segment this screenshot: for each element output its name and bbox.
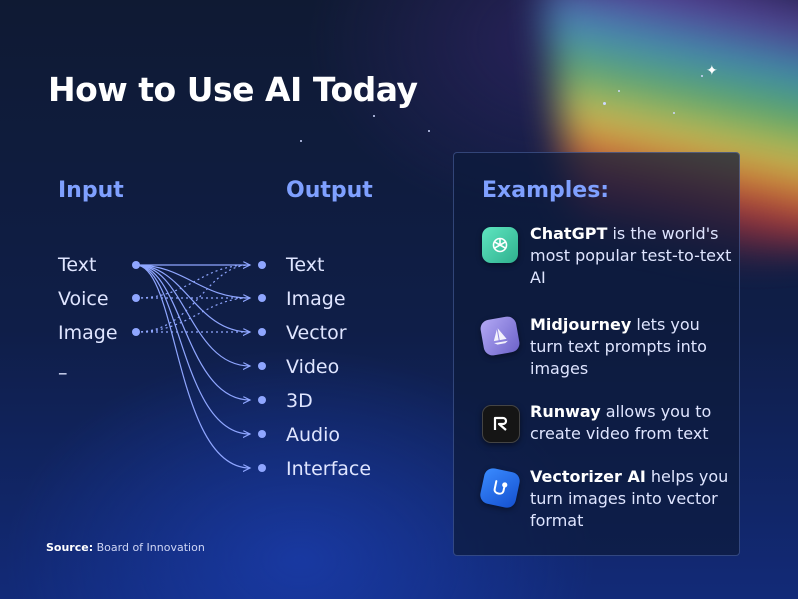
examples-heading: Examples: [482, 178, 610, 203]
source-value: Board of Innovation [93, 541, 205, 554]
output-dot [258, 362, 266, 370]
runway-icon [482, 405, 520, 443]
sparkle-icon: ✦ [706, 63, 718, 79]
connector-text-image [135, 264, 250, 298]
connector-text-3d [135, 264, 250, 400]
input-item-image: Image [58, 322, 118, 344]
example-desc: lets you turn text prompts into images [530, 315, 707, 378]
connector-voice-text [135, 264, 251, 299]
input-dot [132, 328, 140, 336]
input-item-more: – [58, 362, 68, 384]
output-item-video: Video [286, 356, 340, 378]
page-title: How to Use AI Today [48, 70, 418, 109]
output-dot [258, 294, 266, 302]
input-dot [132, 261, 140, 269]
star-decoration [618, 90, 620, 92]
output-item-3d: 3D [286, 390, 313, 412]
example-midjourney: Midjourney lets you turn text prompts in… [479, 315, 732, 384]
output-dot [258, 396, 266, 404]
input-dot [132, 294, 140, 302]
input-item-voice: Voice [58, 288, 109, 310]
output-heading: Output [286, 178, 373, 203]
example-chatgpt: ChatGPT is the world's most popular test… [482, 224, 732, 293]
output-item-text: Text [286, 254, 325, 276]
connector-text-interface [135, 264, 250, 468]
text-connectors [135, 264, 250, 468]
output-dot [258, 261, 266, 269]
output-item-image: Image [286, 288, 346, 310]
star-decoration [373, 115, 375, 117]
output-dot [258, 430, 266, 438]
example-name: Midjourney [530, 315, 632, 334]
example-desc: is the world's most popular test-to-text… [530, 224, 732, 287]
example-desc: allows you to create video from text [530, 402, 712, 443]
chatgpt-icon [482, 227, 518, 263]
star-decoration [673, 112, 675, 114]
star-decoration [701, 75, 703, 77]
star-decoration [428, 130, 430, 132]
output-item-vector: Vector [286, 322, 347, 344]
example-vectorizer: Vectorizer AI helps you turn images into… [478, 466, 732, 536]
dotted-connectors [135, 264, 251, 333]
output-dot [258, 464, 266, 472]
output-item-audio: Audio [286, 424, 341, 446]
connector-image-image [135, 297, 251, 333]
example-name: ChatGPT [530, 224, 608, 243]
example-name: Runway [530, 402, 601, 421]
example-name: Vectorizer AI [530, 467, 646, 486]
midjourney-icon [479, 315, 521, 357]
source-note: Source: Board of Innovation [46, 541, 205, 554]
vectorizer-icon [478, 466, 522, 510]
star-decoration [300, 140, 302, 142]
connector-text-vector [135, 264, 250, 332]
connector-text-audio [135, 264, 250, 434]
connector-text-video [135, 264, 250, 366]
example-runway: Runway allows you to create video from t… [482, 402, 732, 449]
connector-image-text [135, 264, 251, 333]
input-item-text: Text [58, 254, 97, 276]
star-decoration [603, 102, 606, 105]
input-heading: Input [58, 178, 124, 203]
output-dot [258, 328, 266, 336]
source-label: Source: [46, 541, 94, 554]
output-item-interface: Interface [286, 458, 372, 480]
example-desc: helps you turn images into vector format [530, 467, 729, 530]
